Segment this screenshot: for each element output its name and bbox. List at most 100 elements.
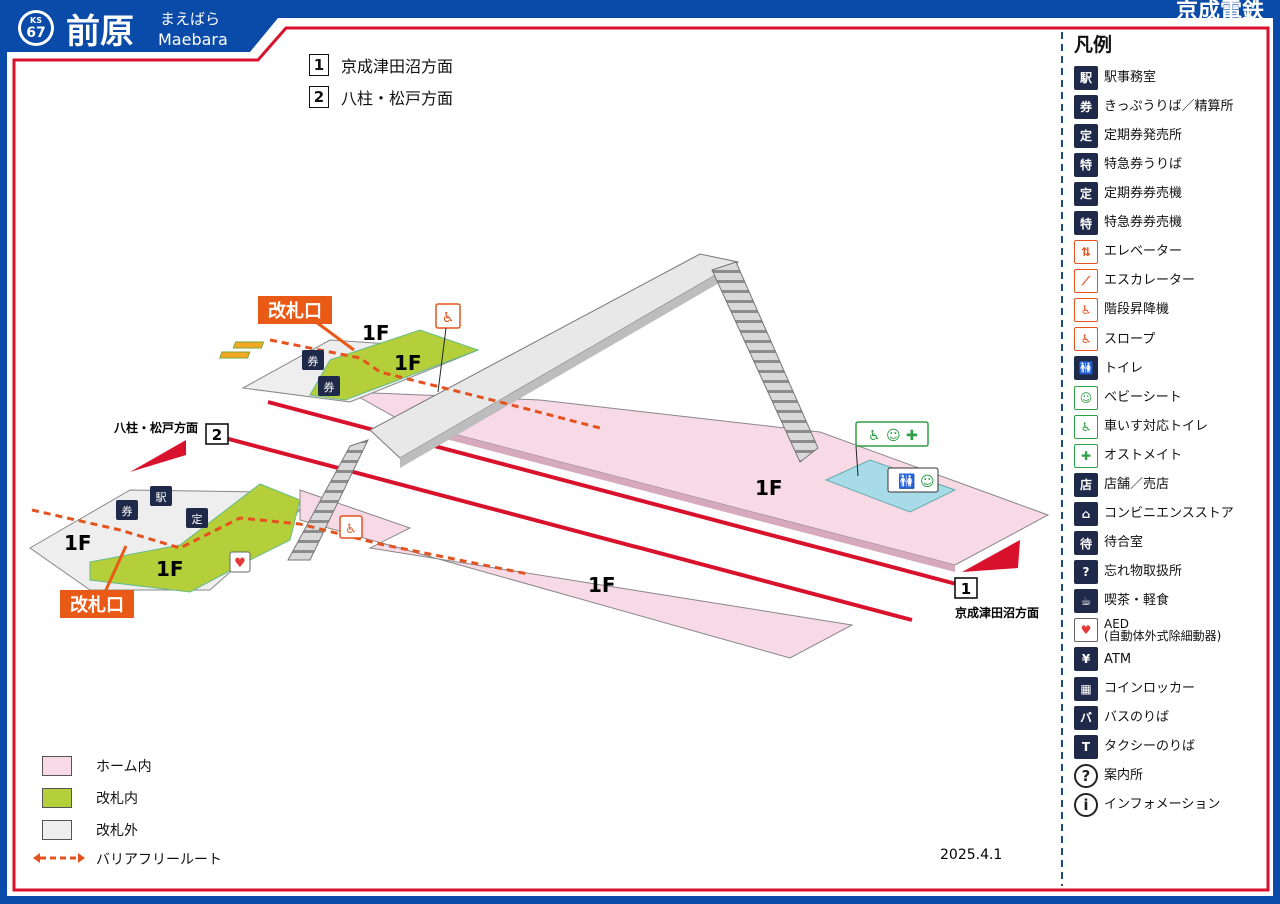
platform-lower [299,489,854,659]
accessible-toilet-icon-group: ♿ ☺ ✚ [855,421,929,447]
svg-text:☺: ☺ [886,428,901,444]
limited-express-machine-icon: 特 [1074,211,1098,236]
svg-text:券: 券 [324,380,335,394]
legend-list: 駅駅事務室券きっぷうりば／精算所定定期券発売所特特急券うりば定定期券券売機特特急… [1074,63,1274,819]
legend-title: 凡例 [1074,34,1113,56]
legend-item-label: バスのりば [1104,709,1170,725]
key-outside-gate: 改札外 [42,820,138,840]
key-platform: ホーム内 [42,756,152,776]
legend-item-label: 定期券券売機 [1104,186,1183,202]
legend-item: 定定期券券売機 [1074,179,1274,208]
legend-item: ?忘れ物取扱所 [1074,558,1274,587]
gate-upper-label-bg [258,296,332,324]
legend-item: 駅駅事務室 [1074,63,1274,92]
taxi-icon: T [1074,734,1098,759]
legend-item-label: トイレ [1104,360,1144,376]
direction-arrow-left [130,440,186,472]
svg-text:✚: ✚ [906,428,918,444]
barrier-free-route-upper [269,338,601,430]
barrier-free-route-lower [31,508,529,576]
svg-text:♥: ♥ [234,556,246,571]
stair-lift-icon: ♿ [1074,298,1098,323]
legend-item-label: 車いす対応トイレ [1104,418,1209,434]
toilet-icon-group: 🚻 ☺ [887,467,939,493]
concourse-upper-inside [309,329,480,401]
information-desk-icon: ? [1074,763,1098,788]
svg-text:☺: ☺ [920,474,935,490]
coin-locker-icon: ▦ [1074,676,1098,701]
toilet-icon: 🚻 [1074,356,1098,381]
floor-label: 1F [755,476,783,500]
floor-label: 1F [362,321,390,345]
legend: 凡例 駅駅事務室券きっぷうりば／精算所定定期券発売所特特急券うりば定定期券券売機… [1074,30,1274,819]
direction-1: 1 京成津田沼方面 [309,53,453,77]
slope-pointer [437,327,447,393]
legend-item: 券きっぷうりば／精算所 [1074,92,1274,121]
svg-text:券: 券 [122,504,133,518]
direction-1-number: 1 [309,54,329,76]
legend-item-label: コンビニエンスストア [1104,506,1234,522]
accessible-toilet-icon: ♿ [1074,414,1098,439]
legend-item-label: タクシーのりば [1104,738,1196,754]
ticket-counter-icon: 券 [116,500,138,520]
aed-icon: ♥ [229,551,251,573]
legend-item: ⌂コンビニエンスストア [1074,499,1274,528]
key-barrier-free-label: バリアフリールート [96,852,222,868]
slope-icon: ♿ [1074,327,1098,352]
commuter-pass-office-icon: 定 [186,508,208,528]
svg-text:♿: ♿ [345,522,357,537]
gate-lower-label-bg [60,590,134,618]
svg-text:♿: ♿ [442,310,455,326]
direction-1-map-num: 1 [961,580,971,598]
legend-item: ♿ 車いす対応トイレ [1074,412,1274,441]
ticket-counter-icon: 券 [318,376,340,396]
bus-icon: バ [1074,705,1098,730]
company-name: 京成電鉄 [1176,0,1264,24]
legend-item-label: 特急券うりば [1104,157,1183,172]
legend-item: ☕喫茶・軽食 [1074,587,1274,616]
svg-text:♿: ♿ [868,428,881,444]
direction-1-label: 京成津田沼方面 [341,57,454,76]
slope-icon: ♿ [435,303,461,329]
cafe-icon: ☕ [1074,589,1098,614]
key-inside-gate-label: 改札内 [96,791,138,807]
floor-label: 1F [588,573,616,597]
inside-gate-swatch [42,788,72,808]
legend-item: ▦ コインロッカー [1074,674,1274,703]
legend-item: 特特急券券売機 [1074,208,1274,237]
direction-2-map-label: 八柱・松戸方面 [113,420,198,435]
station-romaji: Maebara [158,30,228,49]
legend-item: ⟋エスカレーター [1074,267,1274,296]
overpass-side [400,262,738,468]
svg-text:🚻: 🚻 [898,473,915,490]
legend-item: ¥ATM [1074,645,1274,674]
legend-item-label: ATM [1104,651,1132,667]
svg-text:駅: 駅 [156,491,167,504]
aed-icon: ♥ [1074,618,1098,643]
legend-item: 店店舗／売店 [1074,470,1274,499]
legend-item-label: 駅事務室 [1104,69,1157,85]
legend-item-label: コインロッカー [1104,680,1196,696]
direction-arrow-right [962,540,1020,572]
platform-swatch [42,756,72,776]
direction-2-map-box [205,423,229,445]
gate-upper-label: 改札口 [268,300,322,322]
outside-gate-swatch [42,820,72,840]
information-icon: i [1074,792,1098,817]
legend-item-label: AED (自動体外式除細動器) [1104,616,1222,644]
legend-item: ♿ スロープ [1074,325,1274,354]
key-outside-gate-label: 改札外 [96,823,138,839]
slope-icon: ♿ [339,515,363,539]
legend-item-label: 店舗／売店 [1104,477,1170,493]
limited-express-ticket-icon: 特 [1074,152,1098,177]
legend-item-label: スロープ [1104,331,1156,347]
stairs-upper [711,261,819,463]
legend-item: ババスのりば [1074,703,1274,732]
waiting-room-icon: 待 [1074,531,1098,556]
legend-item: ✚オストメイト [1074,441,1274,470]
escalator-icon: ⟋ [1074,269,1098,294]
floor-label: 1F [394,351,422,375]
legend-item-label: 案内所 [1104,767,1144,783]
legend-item-label: 特急券券売機 [1104,215,1183,231]
